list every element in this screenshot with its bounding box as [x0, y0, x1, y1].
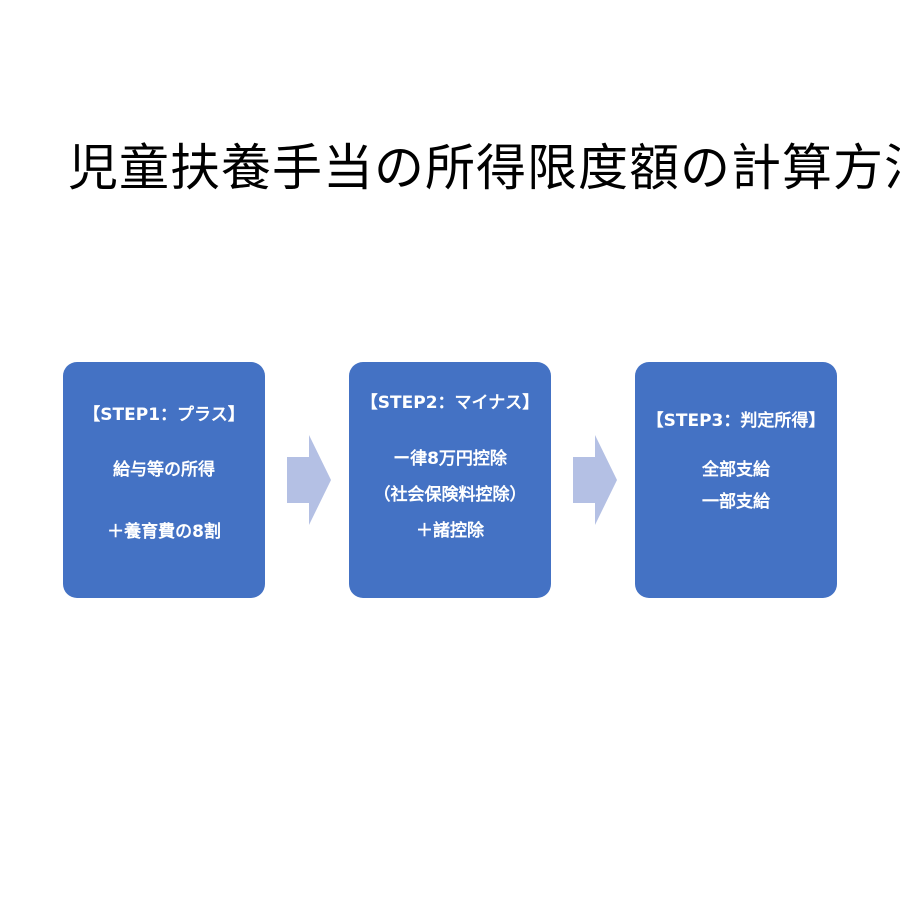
step3-line-1: 全部支給: [702, 460, 770, 480]
step2-line-1: ー律8万円控除: [393, 449, 507, 469]
page-title: 児童扶養手当の所得限度額の計算方法: [68, 139, 900, 197]
step1-box: 【STEP1：プラス】 給与等の所得 ＋養育費の8割: [63, 362, 265, 598]
step1-line-2: ＋養育費の8割: [107, 522, 221, 542]
step2-line-2: （社会保険料控除）: [373, 485, 527, 505]
step1-line-1: 給与等の所得: [113, 460, 215, 480]
step2-box: 【STEP2：マイナス】 ー律8万円控除 （社会保険料控除） ＋諸控除: [349, 362, 551, 598]
step1-heading: 【STEP1：プラス】: [83, 405, 245, 425]
step2-line-3: ＋諸控除: [416, 521, 484, 541]
step3-heading: 【STEP3：判定所得】: [646, 411, 826, 431]
right-arrow-icon: [287, 435, 331, 525]
step3-line-2: 一部支給: [702, 492, 770, 512]
step3-box: 【STEP3：判定所得】 全部支給 一部支給: [635, 362, 837, 598]
right-arrow-icon: [573, 435, 617, 525]
step2-heading: 【STEP2：マイナス】: [360, 393, 540, 413]
